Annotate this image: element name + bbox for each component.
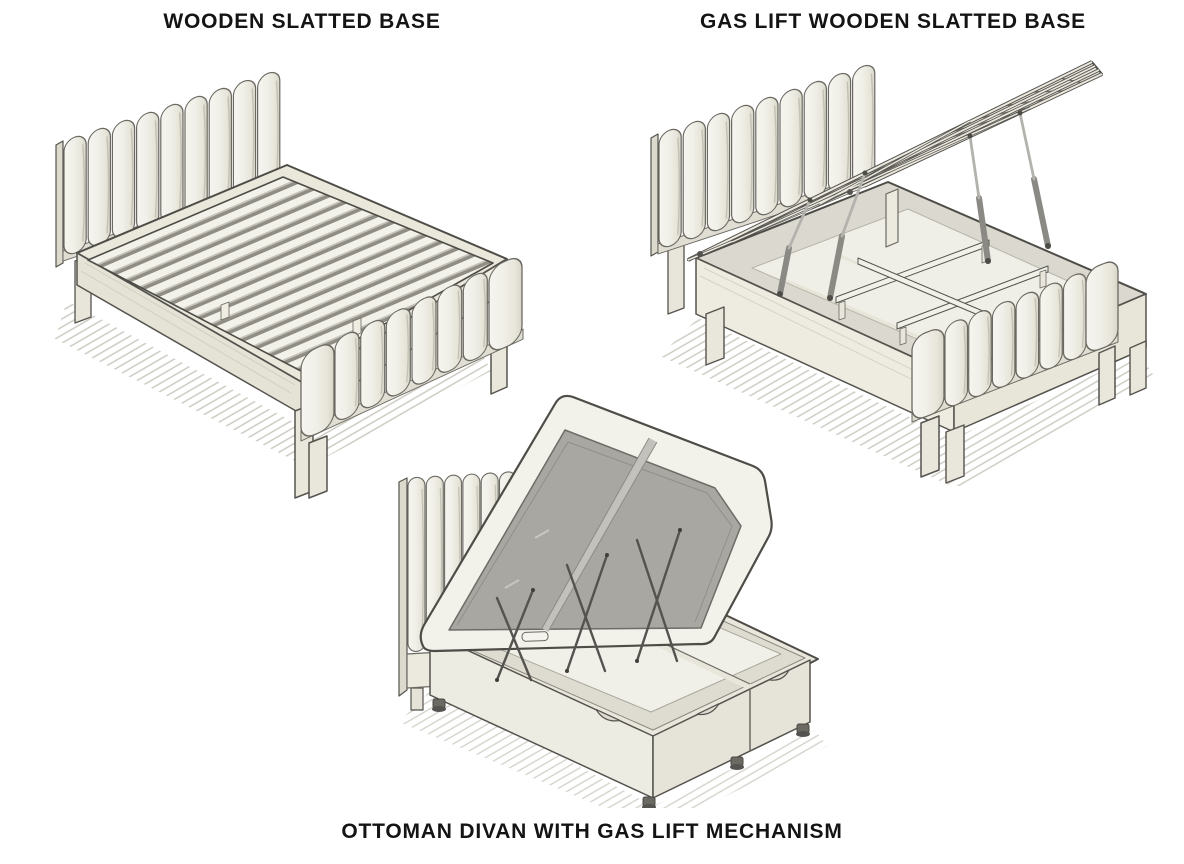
foot-face [652,659,811,799]
floor-shadow-hatch [55,301,491,467]
slat-support-post [220,301,230,321]
piping-line [456,441,733,626]
illustration-ottoman-divan [385,378,835,808]
illustration-wooden-slatted-base [55,55,575,500]
handle-notch [595,708,621,722]
illustration-gas-lift-wooden-slatted-base [640,46,1160,486]
floor-shadow-hatch [399,688,827,808]
wooden-slatted-base-drawing [55,68,524,499]
support-beam [835,239,990,304]
underside-divider [541,438,657,632]
footboard-leg [920,415,940,478]
box-leg [945,424,965,484]
floor-shadow-hatch [660,318,1154,486]
footboard [911,261,1119,478]
figure-caption-wooden-slatted-base: WOODEN SLATTED BASE [163,10,441,33]
ottoman-lid [419,394,773,653]
handle-notch [768,669,790,681]
support-beam [896,265,1049,330]
figure-caption-ottoman-divan: OTTOMAN DIVAN WITH GAS LIFT MECHANISM [341,820,843,843]
lid-strap [521,631,549,642]
corner-post [885,188,899,248]
handle-notch [696,703,720,716]
figure-caption-gas-lift-wooden-slatted-base: GAS LIFT WOODEN SLATTED BASE [699,10,1086,33]
box-leg [705,306,725,366]
hinge-bracket [697,251,703,257]
footboard-leg [308,435,328,499]
headboard-leg [667,243,685,315]
gas-lift-base-drawing [650,60,1154,486]
gas-lift-mechanisms [495,528,682,682]
slat-support-post [352,317,362,337]
wooden-slats [87,176,494,372]
hinge-bracket [847,189,853,195]
headboard-leg [410,687,424,711]
feet [432,698,810,808]
ottoman-divan-drawing [398,394,827,808]
gas-struts [777,110,1051,301]
footboard [300,257,524,499]
box-leg [1129,340,1147,396]
stitch-marks [504,529,550,589]
footboard-leg [1098,345,1116,406]
lid-underside [448,429,742,631]
